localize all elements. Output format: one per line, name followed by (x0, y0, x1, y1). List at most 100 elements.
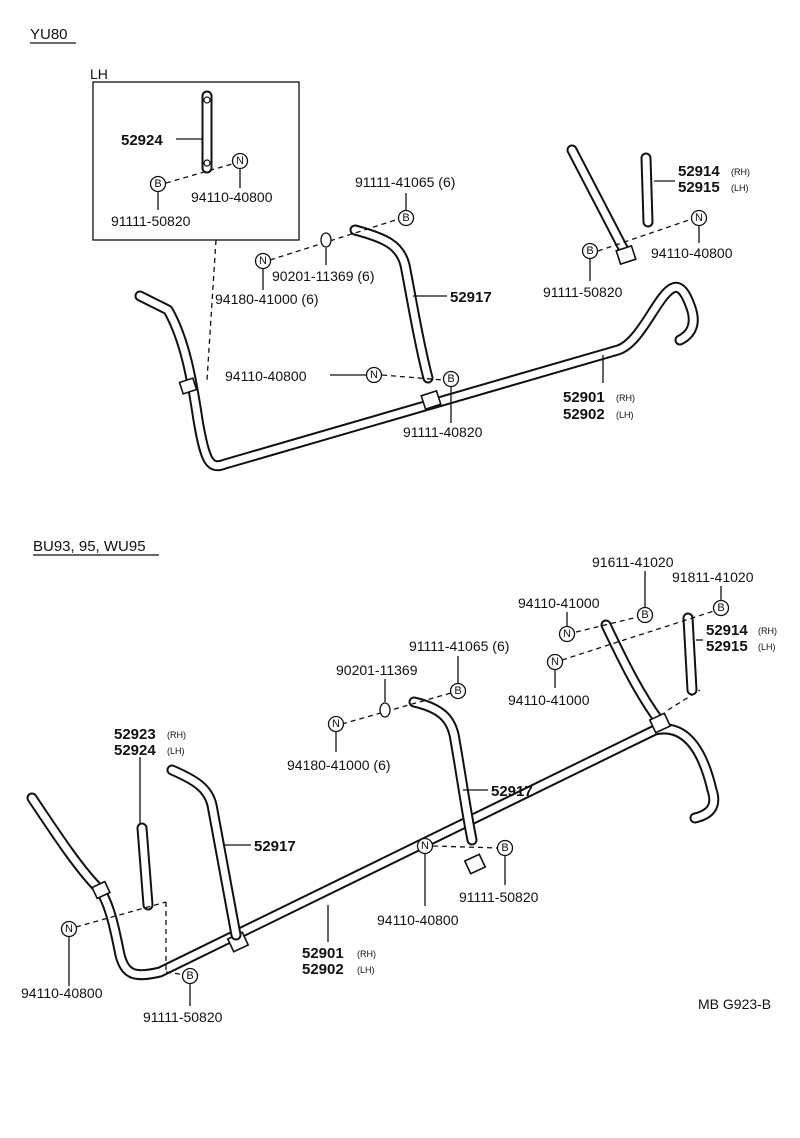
drawing-code: MB G923-B (698, 996, 771, 1012)
label-52901-bottom: 52901 (302, 945, 344, 962)
label-52915-top: 52915 (678, 179, 720, 196)
label-52917-top: 52917 (450, 289, 492, 306)
inset-fastener-line (165, 161, 240, 184)
label-52901-top-suffix: (RH) (616, 393, 635, 403)
fastener-line-mid-bottom (341, 692, 452, 725)
label-52915-bottom-suffix: (LH) (758, 642, 776, 652)
bolt-symbol: B (186, 970, 193, 982)
washer-icon (379, 702, 391, 718)
nut-icon (254, 252, 272, 270)
fastener-line-mid-bottom-2 (432, 845, 499, 849)
bolt-symbol: B (501, 842, 508, 854)
lh-inset-box (92, 81, 300, 241)
label-52902-top-suffix: (LH) (616, 410, 634, 420)
fastener-line-mid-top-2 (381, 374, 444, 381)
label-52923-suffix: (RH) (167, 730, 186, 740)
bushing-left-bottom (91, 880, 111, 900)
nut-icon (327, 715, 345, 733)
bushing-mid-top (420, 389, 442, 411)
label-91111-50820-inset: 91111-50820 (111, 213, 191, 229)
nut-symbol: N (551, 656, 559, 668)
nut-symbol: N (695, 212, 703, 224)
bracket-52917-bottom-right (408, 696, 478, 846)
bracket-52917-top (349, 224, 434, 384)
label-91611-41020: 91611-41020 (592, 554, 674, 570)
nut-symbol: N (236, 155, 244, 167)
inset-title-lh: LH (90, 66, 108, 82)
nut-symbol: N (332, 718, 340, 730)
bolt-icon (712, 599, 730, 617)
fastener-line-right-top (597, 218, 693, 252)
label-90201-11369-bottom: 90201-11369 (336, 662, 418, 678)
inset-link-rod (201, 90, 213, 174)
link-rod-left-bottom (136, 822, 154, 911)
label-94110-40800-mid-top: 94110-40800 (225, 368, 307, 384)
bolt-icon (149, 175, 167, 193)
inset-to-bar-line (206, 239, 217, 381)
bolt-symbol: B (154, 178, 161, 190)
nut-icon (60, 920, 78, 938)
label-52914-top-suffix: (RH) (731, 167, 750, 177)
bolt-icon (442, 370, 460, 388)
nut-icon (546, 653, 564, 671)
fastener-line-left-bottom (75, 901, 167, 928)
label-52902-bottom: 52902 (302, 961, 344, 978)
label-52914-bottom: 52914 (706, 622, 748, 639)
label-94110-41000-b: 94110-41000 (508, 692, 590, 708)
nut-icon (558, 625, 576, 643)
label-52914-bottom-suffix: (RH) (758, 626, 777, 636)
label-52923: 52923 (114, 726, 156, 743)
label-52924-bottom-suffix: (LH) (167, 746, 185, 756)
bracket-52917-bottom-left (166, 764, 242, 941)
label-91111-41065-bottom: 91111-41065 (6) (409, 638, 509, 654)
stabilizer-bar-bottom (26, 723, 720, 981)
label-52914-top: 52914 (678, 163, 720, 180)
label-52924: 52924 (121, 132, 163, 149)
label-91111-41065-top: 91111-41065 (6) (355, 174, 455, 190)
section-title-yu80: YU80 (30, 26, 68, 43)
label-52915-bottom: 52915 (706, 638, 748, 655)
bushing-right-top (615, 244, 637, 266)
label-91111-50820-bottom: 91111-50820 (143, 1009, 223, 1025)
label-94110-40800-right-top: 94110-40800 (651, 245, 733, 261)
bolt-icon (636, 606, 654, 624)
link-rod-right-bottom (600, 612, 698, 728)
nut-icon (690, 209, 708, 227)
label-94110-40800-mid-bottom: 94110-40800 (377, 912, 459, 928)
bushing-left-top (178, 377, 198, 395)
label-94110-40800-inset: 94110-40800 (191, 189, 273, 205)
stabilizer-bar-top (134, 281, 699, 472)
label-91111-50820-right-top: 91111-50820 (543, 284, 623, 300)
label-52902-bottom-suffix: (LH) (357, 965, 375, 975)
bolt-symbol: B (454, 685, 461, 697)
bolt-symbol: B (586, 245, 593, 257)
label-94180-41000-top: 94180-41000 (6) (215, 291, 319, 307)
label-91811-41020: 91811-41020 (672, 569, 754, 585)
section-title-bu93: BU93, 95, WU95 (33, 538, 146, 555)
bushing-right-bottom (648, 712, 672, 734)
label-52915-top-suffix: (LH) (731, 183, 749, 193)
label-52917-bottom-right: 52917 (491, 783, 533, 800)
nut-symbol: N (421, 840, 429, 852)
label-94110-41000-a: 94110-41000 (518, 595, 600, 611)
label-52902-top: 52902 (563, 406, 605, 423)
nut-symbol: N (370, 369, 378, 381)
bolt-symbol: B (447, 373, 454, 385)
nut-symbol: N (563, 628, 571, 640)
fastener-line-right-bottom-c (667, 689, 701, 711)
nut-symbol: N (259, 255, 267, 267)
nut-symbol: N (65, 923, 73, 935)
bolt-icon (496, 839, 514, 857)
label-52924-bottom: 52924 (114, 742, 156, 759)
label-90201-11369-top: 90201-11369 (6) (272, 268, 374, 284)
label-94180-41000-bottom: 94180-41000 (6) (287, 757, 391, 773)
bolt-icon (397, 209, 415, 227)
fastener-line-right-bottom-a (575, 616, 639, 633)
bolt-icon (181, 967, 199, 985)
label-52901-bottom-suffix: (RH) (357, 949, 376, 959)
label-94110-40800-left-bottom: 94110-40800 (21, 985, 103, 1001)
bushing-mid-right-bottom (463, 853, 487, 875)
washer-icon (320, 232, 332, 248)
label-52901-top: 52901 (563, 389, 605, 406)
